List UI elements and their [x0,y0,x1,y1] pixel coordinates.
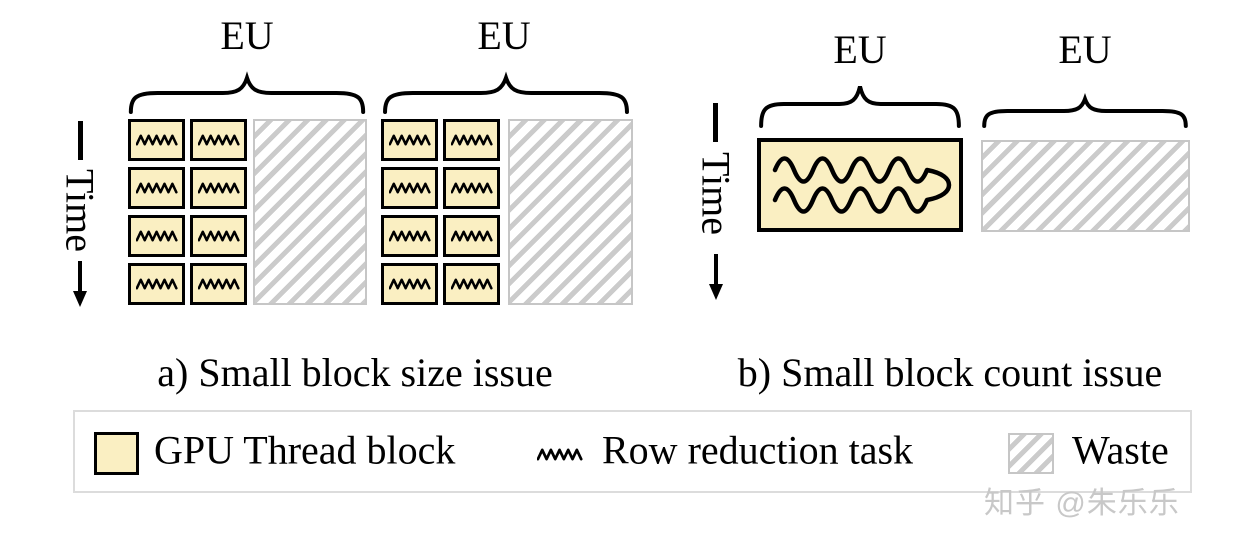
time-arrow-down-icon [73,261,87,307]
legend-thread-block-swatch [94,432,139,475]
row-reduction-task-icon [388,230,431,242]
eu-label-b2: EU [1058,27,1112,72]
gpu-thread-block-large [757,138,963,232]
gpu-thread-block [190,263,247,305]
row-reduction-task-icon [388,182,431,194]
gpu-thread-block [381,215,438,257]
legend-waste-swatch [1008,433,1054,474]
eu-brace-b1 [757,82,963,126]
row-reduction-task-icon [135,230,178,242]
caption-panel-a: a) Small block size issue [157,350,553,395]
eu-brace-a1 [126,74,368,112]
time-arrow-down-icon [709,254,723,300]
waste-area-b [981,140,1190,232]
gpu-thread-block [190,119,247,161]
gpu-thread-block [190,215,247,257]
row-reduction-task-icon [388,134,431,146]
gpu-thread-block [443,167,500,209]
legend-label-thread-block: GPU Thread block [154,427,456,473]
long-row-reduction-task-icon [772,156,952,214]
gpu-thread-block [128,215,185,257]
gpu-thread-block [381,119,438,161]
thread-block-grid-a1 [128,119,247,305]
legend-row-reduction-task-icon [537,448,583,461]
gpu-thread-block [443,215,500,257]
gpu-thread-block [443,263,500,305]
eu-label-b1: EU [833,27,887,72]
gpu-thread-block [128,167,185,209]
waste-area-a2 [508,119,633,305]
time-axis-line [78,121,83,160]
gpu-thread-block [190,167,247,209]
legend: GPU Thread block Row reduction task Wast… [73,410,1192,493]
row-reduction-task-icon [135,134,178,146]
watermark: 知乎 @朱乐乐 [984,487,1180,520]
row-reduction-task-icon [197,230,240,242]
row-reduction-task-icon [197,134,240,146]
row-reduction-task-icon [450,182,493,194]
eu-brace-b2 [980,96,1190,126]
time-axis-label-a: Time [57,169,103,253]
time-axis-label-b: Time [693,152,739,236]
gpu-thread-block [381,263,438,305]
caption-panel-b: b) Small block count issue [737,350,1163,395]
row-reduction-task-icon [450,230,493,242]
thread-block-grid-a2 [381,119,500,305]
eu-brace-a2 [380,74,632,112]
legend-label-row-reduction: Row reduction task [602,427,914,473]
row-reduction-task-icon [135,182,178,194]
gpu-thread-block [128,119,185,161]
time-axis-line [713,103,718,142]
eu-label-a1: EU [220,13,274,58]
row-reduction-task-icon [197,278,240,290]
gpu-thread-block [443,119,500,161]
row-reduction-task-icon [197,182,240,194]
row-reduction-task-icon [135,278,178,290]
row-reduction-task-icon [388,278,431,290]
row-reduction-task-icon [450,134,493,146]
legend-label-waste: Waste [1072,427,1169,473]
eu-label-a2: EU [477,13,531,58]
gpu-thread-block [128,263,185,305]
waste-area-a1 [253,119,367,305]
gpu-thread-block [381,167,438,209]
row-reduction-task-icon [450,278,493,290]
